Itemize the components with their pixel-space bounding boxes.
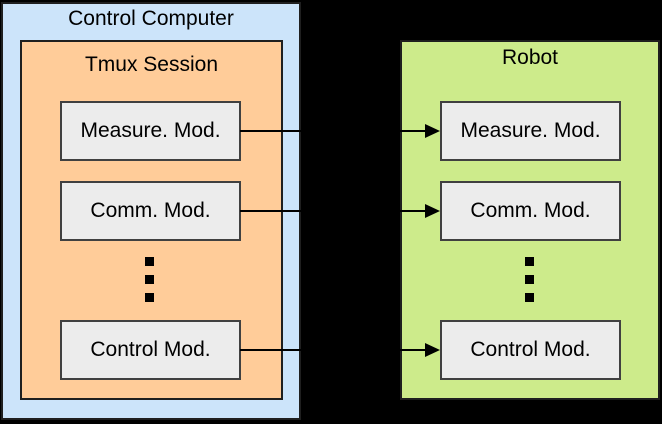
robot-measure-module-label: Measure. Mod. xyxy=(460,119,601,142)
robot-measure-module-box: Measure. Mod. xyxy=(440,101,621,161)
robot-title: Robot xyxy=(501,46,559,69)
ellipsis-dot xyxy=(145,257,154,266)
arrow-comm-head-icon xyxy=(425,204,440,218)
robot-comm-module-box: Comm. Mod. xyxy=(440,181,621,241)
ellipsis-dot xyxy=(525,293,534,302)
tmux-control-module-label: Control Mod. xyxy=(90,338,211,361)
tmux-ellipsis-icon xyxy=(145,257,154,302)
tmux-measure-module-label: Measure. Mod. xyxy=(80,119,221,142)
arrow-measure-head-icon xyxy=(425,124,440,138)
robot-ellipsis-icon xyxy=(525,257,534,302)
arrow-comm-line xyxy=(240,210,426,212)
ellipsis-dot xyxy=(525,257,534,266)
tmux-session-title: Tmux Session xyxy=(84,53,219,76)
ellipsis-dot xyxy=(145,293,154,302)
tmux-comm-module-box: Comm. Mod. xyxy=(60,181,241,241)
arrow-control-line xyxy=(240,349,426,351)
ellipsis-dot xyxy=(145,275,154,284)
arrow-measure-line xyxy=(240,130,426,132)
tmux-measure-module-box: Measure. Mod. xyxy=(60,101,241,161)
robot-control-module-box: Control Mod. xyxy=(440,320,621,380)
control-computer-title: Control Computer xyxy=(68,7,234,30)
ellipsis-dot xyxy=(525,275,534,284)
robot-comm-module-label: Comm. Mod. xyxy=(470,199,591,222)
tmux-control-module-box: Control Mod. xyxy=(60,320,241,380)
arrow-control-head-icon xyxy=(425,343,440,357)
tmux-comm-module-label: Comm. Mod. xyxy=(90,199,211,222)
robot-control-module-label: Control Mod. xyxy=(470,338,591,361)
